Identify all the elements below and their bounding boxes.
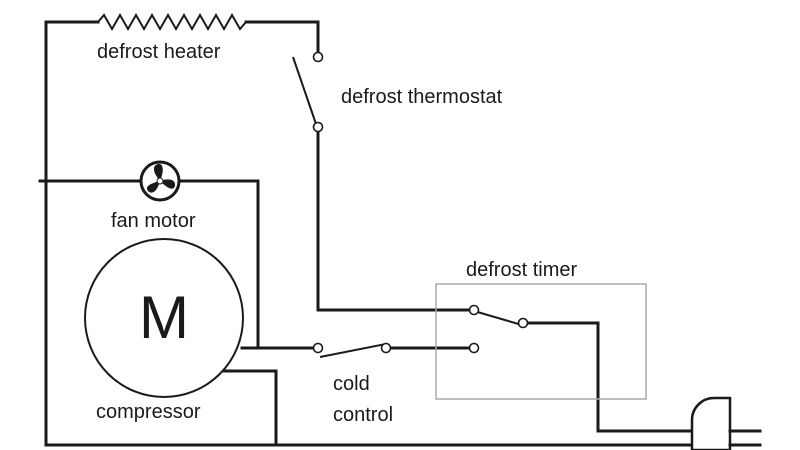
defrost-timer-terminal-bottom <box>468 342 480 354</box>
power-plug-body <box>690 396 732 450</box>
defrost-timer-label: defrost timer <box>466 259 577 281</box>
defrost-timer-terminal-common <box>517 317 529 329</box>
cold-control-terminal-left <box>312 342 324 354</box>
fan-motor-label: fan motor <box>111 210 196 232</box>
compressor-label: compressor <box>96 401 201 423</box>
defrost-thermostat-switch-arm <box>292 56 317 125</box>
cold-control <box>312 342 392 358</box>
compressor-return-wire <box>220 369 278 447</box>
defrost-timer <box>435 283 647 400</box>
defrost-timer-switch-arm <box>473 310 523 326</box>
defrost-heater-resistor <box>97 12 247 32</box>
defrost-thermostat-terminal-bottom <box>312 121 324 133</box>
timer-to-plug-wire <box>521 321 692 433</box>
defrost-heater <box>97 12 247 32</box>
defrost-heater-label: defrost heater <box>97 41 221 63</box>
fan-wire-right <box>176 179 320 350</box>
heater-to-thermostat-wire <box>244 20 320 54</box>
defrost-timer-box <box>435 283 647 400</box>
compressor: M <box>84 238 244 398</box>
top-wire <box>44 20 100 447</box>
defrost-thermostat <box>292 51 324 133</box>
cold-control-switch-arm <box>319 343 387 358</box>
compressor-motor-letter: M <box>139 284 189 351</box>
defrost-thermostat-label: defrost thermostat <box>341 86 503 108</box>
power-plug-icon <box>690 396 762 450</box>
defrost-timer-terminal-top <box>468 304 480 316</box>
fan-icon <box>146 163 176 193</box>
thermostat-to-timer-wire <box>316 126 476 312</box>
compressor-motor <box>84 238 244 398</box>
cold-control-label-line1: cold <box>333 373 370 395</box>
wiring <box>38 20 742 447</box>
fan-motor <box>139 160 181 202</box>
cold-control-label-line2: control <box>333 404 393 426</box>
defrost-thermostat-terminal-top <box>312 51 324 63</box>
cold-control-terminal-right <box>380 342 392 354</box>
